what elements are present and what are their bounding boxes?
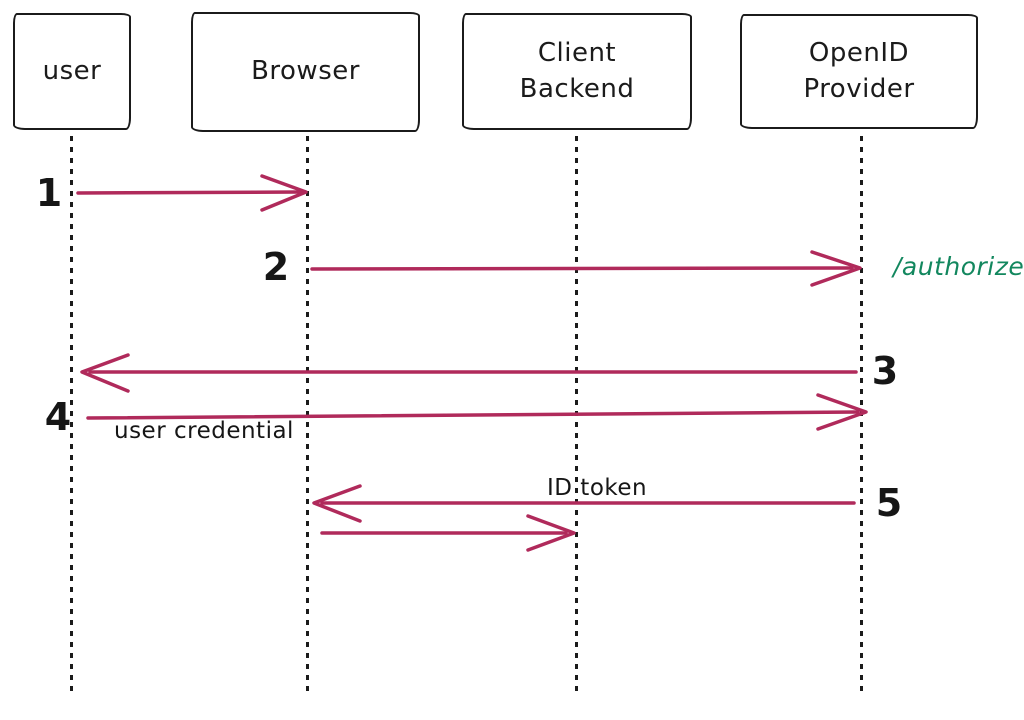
lifeline-client-backend (575, 136, 578, 692)
step-number-5: 5 (875, 481, 903, 525)
actor-box-client-backend: Client Backend (462, 13, 692, 130)
actor-box-user: user (13, 13, 131, 130)
step-number-4: 4 (44, 395, 72, 439)
actor-box-openid-provider: OpenID Provider (740, 14, 978, 129)
actor-label-openid-provider: OpenID Provider (803, 38, 915, 104)
actor-label-user: user (42, 55, 102, 86)
message-arrow-1-user-to-browser (76, 174, 308, 212)
lifeline-browser (306, 136, 309, 692)
label-user-credential: user credential (114, 418, 294, 444)
step-number-2: 2 (262, 245, 290, 289)
message-arrow-2-browser-to-openid (310, 250, 862, 287)
message-arrow-3-openid-to-user (80, 353, 858, 393)
actor-label-client-backend: Client Backend (519, 38, 635, 104)
actor-box-browser: Browser (191, 12, 420, 132)
step-number-1: 1 (35, 171, 63, 215)
step-number-3: 3 (871, 349, 899, 393)
message-arrow-6-browser-to-client (320, 514, 576, 552)
lifeline-user (70, 136, 73, 692)
label-id-token: ID token (547, 475, 648, 501)
actor-label-browser: Browser (251, 56, 360, 87)
label-authorize-endpoint: /authorize (893, 252, 1024, 281)
lifeline-openid-provider (860, 136, 863, 692)
